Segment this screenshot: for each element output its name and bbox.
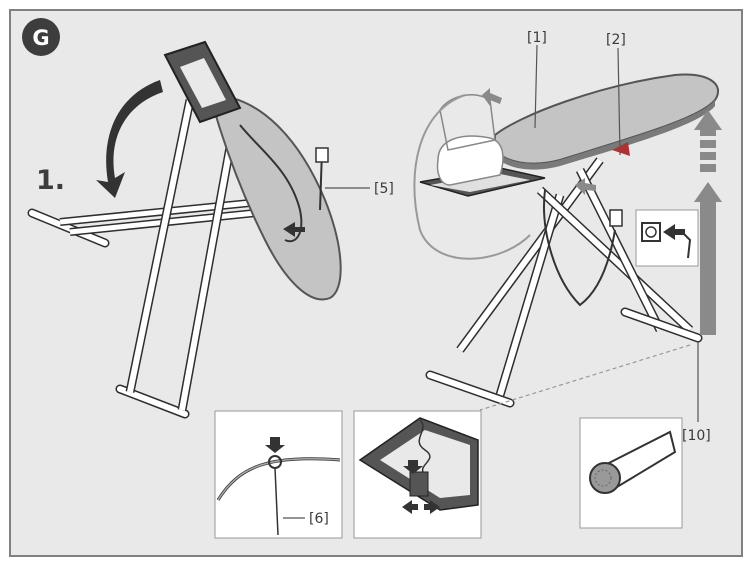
step-number: 1. — [36, 165, 65, 196]
folded-ironing-board: [5] — [27, 40, 394, 419]
standing-ironing-board: [1] [2] [10] — [413, 30, 722, 444]
power-cord-right — [543, 189, 616, 307]
board-surface-folded — [208, 93, 342, 301]
base-rod-front — [425, 370, 515, 408]
push-arrow-icon — [482, 88, 502, 106]
power-plug-icon — [679, 229, 692, 259]
power-plug-icon — [609, 209, 623, 227]
callout-line-board — [534, 44, 538, 129]
base-rod-right — [115, 384, 190, 419]
push-arrow-icon — [663, 224, 685, 240]
callout-tab: [2] — [606, 32, 626, 48]
up-arrow-icon — [694, 110, 722, 335]
push-arrow-icon — [575, 178, 596, 195]
detail-cord-clip: [6] — [214, 410, 343, 539]
callout-cord-holder: [5] — [374, 181, 394, 197]
detail-leader-line — [479, 344, 691, 411]
detail-iron-rest-lock — [353, 410, 482, 539]
steam-hose — [413, 94, 531, 260]
wall-socket-inset — [635, 209, 699, 267]
legs-left — [125, 99, 240, 411]
rotate-arrow-icon — [96, 80, 163, 198]
section-badge-label: G — [32, 26, 49, 50]
detail-leg-cap — [579, 417, 683, 529]
push-arrow-icon — [403, 460, 423, 474]
base-rod-back — [620, 307, 703, 343]
slide-arrows-icon — [402, 500, 440, 514]
callout-cord-clip: [6] — [309, 511, 329, 527]
wall-socket-icon — [641, 222, 661, 242]
callout-board: [1] — [527, 30, 547, 46]
base-rod-left — [27, 208, 110, 248]
push-arrow-icon — [283, 222, 305, 237]
section-badge: G — [22, 18, 60, 56]
push-arrow-icon — [265, 437, 285, 453]
callout-line-tab — [617, 47, 621, 156]
iron-rest-folded — [163, 40, 242, 124]
steam-iron — [436, 94, 504, 186]
power-cord-left — [239, 124, 303, 243]
tab-marker — [612, 142, 630, 156]
legs-right — [456, 157, 694, 397]
callout-leg-cap: [10] — [682, 428, 711, 444]
power-plug-icon — [315, 147, 329, 163]
